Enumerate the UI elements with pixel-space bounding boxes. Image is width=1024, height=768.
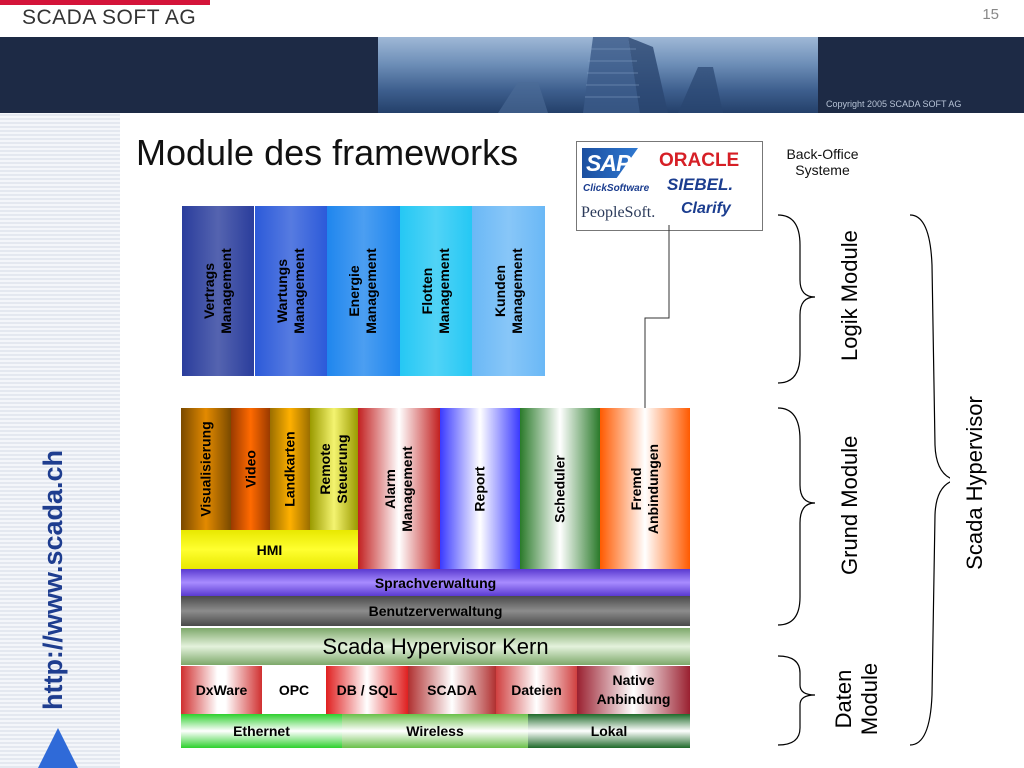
logic-module-line2: Management <box>363 248 380 334</box>
daten-brace <box>777 655 816 746</box>
clicksoftware-logo: ClickSoftware <box>583 183 650 194</box>
alarm-management-label: Alarm Management <box>382 446 416 532</box>
back-office-label-line2: Systeme <box>795 162 850 178</box>
scada-hypervisor-label: Scada Hypervisor <box>962 396 987 570</box>
benutzerverwaltung-bar[interactable]: Benutzerverwaltung <box>181 596 690 626</box>
slide-number: 15 <box>982 6 999 23</box>
daten-module-label: Daten Module <box>831 649 885 749</box>
triangle-icon <box>38 728 78 768</box>
lokal-bar[interactable]: Lokal <box>528 714 690 748</box>
fremd-anbindungen-module[interactable]: Fremd Anbindungen <box>600 408 690 569</box>
clarify-logo: Clarify <box>681 200 731 217</box>
logic-module-line2: Management <box>217 248 234 334</box>
back-office-label-line1: Back-Office <box>786 146 859 162</box>
visualisierung-module[interactable]: Visualisierung <box>181 408 231 530</box>
hmi-bar[interactable]: HMI <box>181 530 358 569</box>
fremd-line2: Anbindungen <box>645 443 661 534</box>
logo-accent-bar <box>0 0 210 5</box>
wireless-bar[interactable]: Wireless <box>342 714 528 748</box>
scheduler-label: Scheduler <box>551 454 568 523</box>
native-anbindung-module[interactable]: Native Anbindung <box>577 666 690 714</box>
alarm-management-module[interactable]: Alarm Management <box>358 408 440 569</box>
siebel-logo: SIEBEL. <box>667 175 734 194</box>
logik-module-label: Logik Module <box>837 230 862 361</box>
alarm-line1: Alarm <box>382 468 398 509</box>
dbsql-module[interactable]: DB / SQL <box>326 666 408 714</box>
slide-title: Module des frameworks <box>136 132 519 173</box>
ethernet-bar[interactable]: Ethernet <box>181 714 342 748</box>
sprachverwaltung-bar[interactable]: Sprachverwaltung <box>181 569 690 596</box>
landkarten-module[interactable]: Landkarten <box>270 408 310 530</box>
remote-steuerung-module[interactable]: Remote Steuerung <box>310 408 358 530</box>
hypervisor-kern-bar[interactable]: Scada Hypervisor Kern <box>181 628 690 665</box>
logic-module-line1: Flotten <box>419 267 436 315</box>
fremd-line1: Fremd <box>628 467 644 510</box>
peoplesoft-logo: PeopleSoft. <box>581 204 656 221</box>
native-line2: Anbindung <box>596 691 671 707</box>
scada-module[interactable]: SCADA <box>408 666 496 714</box>
url-prefix: http:// <box>38 635 68 711</box>
copyright-notice: Copyright 2005 SCADA SOFT AG <box>826 99 962 109</box>
fremd-anbindungen-label: Fremd Anbindungen <box>628 443 662 533</box>
video-module[interactable]: Video <box>231 408 270 530</box>
grund-brace <box>777 407 816 626</box>
dxware-module[interactable]: DxWare <box>181 666 262 714</box>
logic-module-line2: Management <box>290 248 307 334</box>
back-office-logos: SAP ORACLE ClickSoftware SIEBEL. PeopleS… <box>576 141 763 231</box>
url-domain: www.scada.ch <box>38 449 68 636</box>
remote-steuerung-label: Remote Steuerung <box>317 434 351 503</box>
logic-module-line2: Management <box>508 248 525 334</box>
landkarten-label: Landkarten <box>281 431 298 507</box>
logic-module-line1: Wartungs <box>273 258 290 324</box>
alarm-line2: Management <box>399 445 415 532</box>
logic-module-line2: Management <box>436 248 453 334</box>
scheduler-module[interactable]: Scheduler <box>520 408 600 569</box>
hypervisor-brace <box>909 214 950 746</box>
report-label: Report <box>471 465 488 512</box>
website-url[interactable]: http://www.scada.ch <box>38 430 72 730</box>
skyscraper-photo <box>378 37 818 113</box>
sap-logo-text: SAP <box>586 150 631 176</box>
video-label: Video <box>242 450 258 488</box>
oracle-logo: ORACLE <box>659 150 740 171</box>
visualisierung-label: Visualisierung <box>197 421 214 517</box>
skyscraper-illustration <box>498 37 723 113</box>
company-logo: SCADA SOFT AG <box>22 6 197 29</box>
braces-group <box>777 214 950 746</box>
native-line1: Native <box>612 672 655 688</box>
logik-brace <box>777 214 816 384</box>
grund-module-label: Grund Module <box>837 435 862 575</box>
logic-module-line1: Vertrags <box>200 262 217 320</box>
side-strip <box>0 113 120 768</box>
connector-line <box>644 225 670 410</box>
remote-line2: Steuerung <box>334 434 350 504</box>
opc-module[interactable]: OPC <box>262 666 326 714</box>
back-office-label: Back-Office Systeme <box>770 146 875 178</box>
logic-module-line1: Energie <box>346 265 363 317</box>
report-module[interactable]: Report <box>440 408 520 569</box>
dateien-module[interactable]: Dateien <box>496 666 577 714</box>
logic-module-line1: Kunden <box>491 264 508 318</box>
daten-line2: Module <box>857 662 882 736</box>
daten-line1: Daten <box>831 669 856 729</box>
remote-line1: Remote <box>317 443 333 495</box>
